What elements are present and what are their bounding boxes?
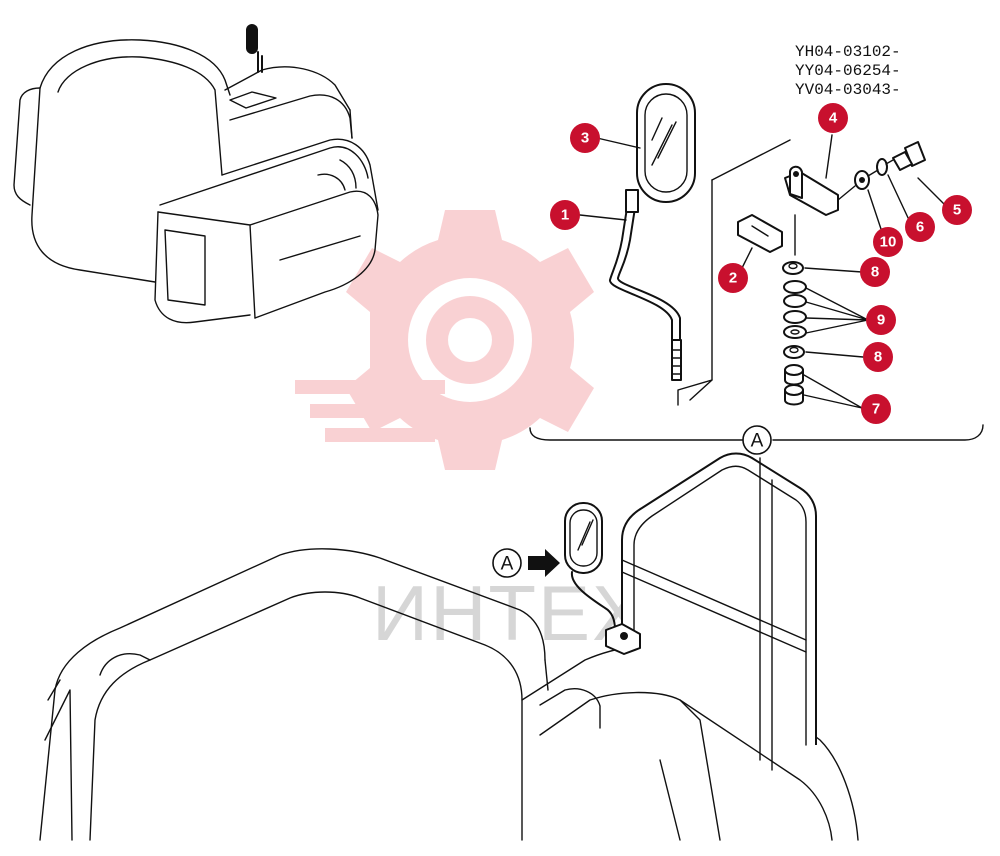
lock-washer-part	[876, 158, 888, 176]
callout-10: 10	[873, 227, 903, 257]
svg-text:2: 2	[729, 270, 737, 287]
svg-text:8: 8	[871, 264, 879, 281]
closeup-machine	[39, 452, 859, 841]
serial-number-2: YY04-06254-	[795, 62, 901, 80]
washer-stack	[782, 214, 807, 406]
svg-text:6: 6	[916, 219, 924, 236]
svg-text:1: 1	[561, 207, 569, 224]
frame-line-2	[689, 139, 791, 401]
callout-7: 7	[861, 394, 891, 424]
svg-text:4: 4	[829, 110, 838, 127]
callout-3: 3	[570, 123, 600, 153]
svg-text:9: 9	[877, 312, 885, 329]
svg-text:A: A	[751, 431, 764, 452]
leader-lines	[579, 134, 946, 409]
serial-number-3: YV04-03043-	[795, 81, 901, 99]
rod-part	[609, 189, 682, 381]
lower-clamp-part	[737, 214, 783, 253]
overview-machine	[13, 24, 379, 324]
callout-8-lower: 8	[863, 342, 893, 372]
mirror-part	[636, 83, 696, 203]
callout-5: 5	[942, 195, 972, 225]
view-a-pointer: A	[492, 548, 560, 578]
detail-a	[529, 83, 984, 441]
serial-number-1: YH04-03102-	[795, 43, 901, 61]
arrow-right-icon	[528, 549, 560, 577]
svg-text:8: 8	[874, 349, 882, 366]
bolt-part	[892, 141, 926, 171]
watermark-text: ИНТЕХ	[372, 569, 646, 657]
callout-4: 4	[818, 103, 848, 133]
svg-text:5: 5	[953, 202, 961, 219]
callout-9: 9	[866, 305, 896, 335]
view-a-pointer-label: A	[501, 554, 514, 575]
svg-text:10: 10	[880, 234, 897, 251]
callout-6: 6	[905, 212, 935, 242]
watermark-logo	[295, 210, 594, 470]
callout-1: 1	[550, 200, 580, 230]
frame-line	[677, 179, 713, 406]
view-a-label: A	[742, 425, 772, 455]
overview-mirror-icon	[246, 24, 258, 54]
svg-text:7: 7	[872, 401, 880, 418]
callout-2: 2	[718, 263, 748, 293]
callout-8-upper: 8	[860, 257, 890, 287]
svg-text:3: 3	[581, 130, 589, 147]
upper-bracket-part	[784, 165, 839, 216]
